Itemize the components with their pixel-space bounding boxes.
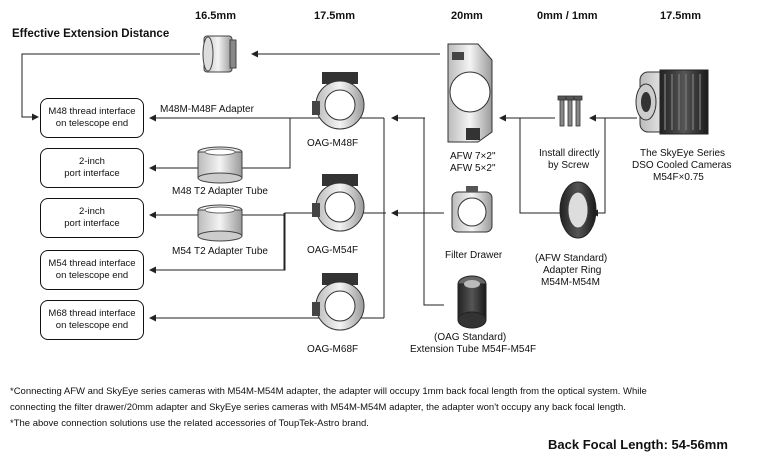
screw-icon bbox=[557, 95, 583, 127]
label-ext-tube-line2: Extension Tube M54F-M54F bbox=[410, 344, 537, 355]
back-focal-length: Back Focal Length: 54-56mm bbox=[548, 437, 728, 452]
header-17-5mm-camera: 17.5mm bbox=[660, 10, 701, 22]
label-camera-line1: The SkyEye Series bbox=[640, 148, 726, 159]
label-ring-line1: (AFW Standard) bbox=[535, 253, 608, 264]
label-oag-m54f: OAG-M54F bbox=[307, 245, 359, 256]
header-17-5mm-oag: 17.5mm bbox=[314, 10, 355, 22]
filter-drawer-icon bbox=[451, 186, 493, 233]
label-m48-t2-tube: M48 T2 Adapter Tube bbox=[172, 186, 268, 197]
oag-icon bbox=[312, 72, 365, 331]
header-20mm: 20mm bbox=[451, 10, 483, 22]
adapter-tube-icon bbox=[197, 146, 243, 242]
footnote-3: *The above connection solutions use the … bbox=[10, 418, 369, 429]
label-install-screw-2: by Screw bbox=[548, 160, 590, 171]
header-0mm-1mm: 0mm / 1mm bbox=[537, 10, 598, 22]
camera-icon bbox=[635, 69, 709, 135]
filter-wheel-icon bbox=[447, 43, 493, 143]
box-m68-thread: M68 thread interface on telescope end bbox=[40, 300, 144, 340]
box-m54-thread: M54 thread interface on telescope end bbox=[40, 250, 144, 290]
footnote-1: *Connecting AFW and SkyEye series camera… bbox=[10, 386, 647, 397]
label-afw-7x2: AFW 7×2" bbox=[450, 151, 496, 162]
label-afw-5x2: AFW 5×2" bbox=[450, 163, 496, 174]
box-2inch-port-1: 2-inch port interface bbox=[40, 148, 144, 188]
label-ext-tube-line1: (OAG Standard) bbox=[434, 332, 507, 343]
label-oag-m68f: OAG-M68F bbox=[307, 344, 359, 355]
label-install-screw-1: Install directly bbox=[539, 148, 600, 159]
adapter-ring-icon bbox=[202, 35, 237, 73]
diagram-title: Effective Extension Distance bbox=[12, 28, 170, 40]
label-m54-t2-tube: M54 T2 Adapter Tube bbox=[172, 246, 268, 257]
box-m48-thread: M48 thread interface on telescope end bbox=[40, 98, 144, 138]
label-filter-drawer: Filter Drawer bbox=[445, 250, 503, 261]
label-m48m-m48f-adapter: M48M-M48F Adapter bbox=[160, 104, 254, 115]
header-16-5mm: 16.5mm bbox=[195, 10, 236, 22]
extension-tube-icon bbox=[457, 275, 487, 329]
label-ring-line3: M54M-M54M bbox=[541, 277, 600, 288]
footnote-2: connecting the filter drawer/20mm adapte… bbox=[10, 402, 626, 413]
label-ring-line2: Adapter Ring bbox=[543, 265, 602, 276]
label-oag-m48f: OAG-M48F bbox=[307, 138, 359, 149]
box-2inch-port-2: 2-inch port interface bbox=[40, 198, 144, 238]
label-camera-line3: M54F×0.75 bbox=[653, 172, 704, 183]
adapter-ring-icon bbox=[559, 181, 597, 239]
label-camera-line2: DSO Cooled Cameras bbox=[632, 160, 732, 171]
